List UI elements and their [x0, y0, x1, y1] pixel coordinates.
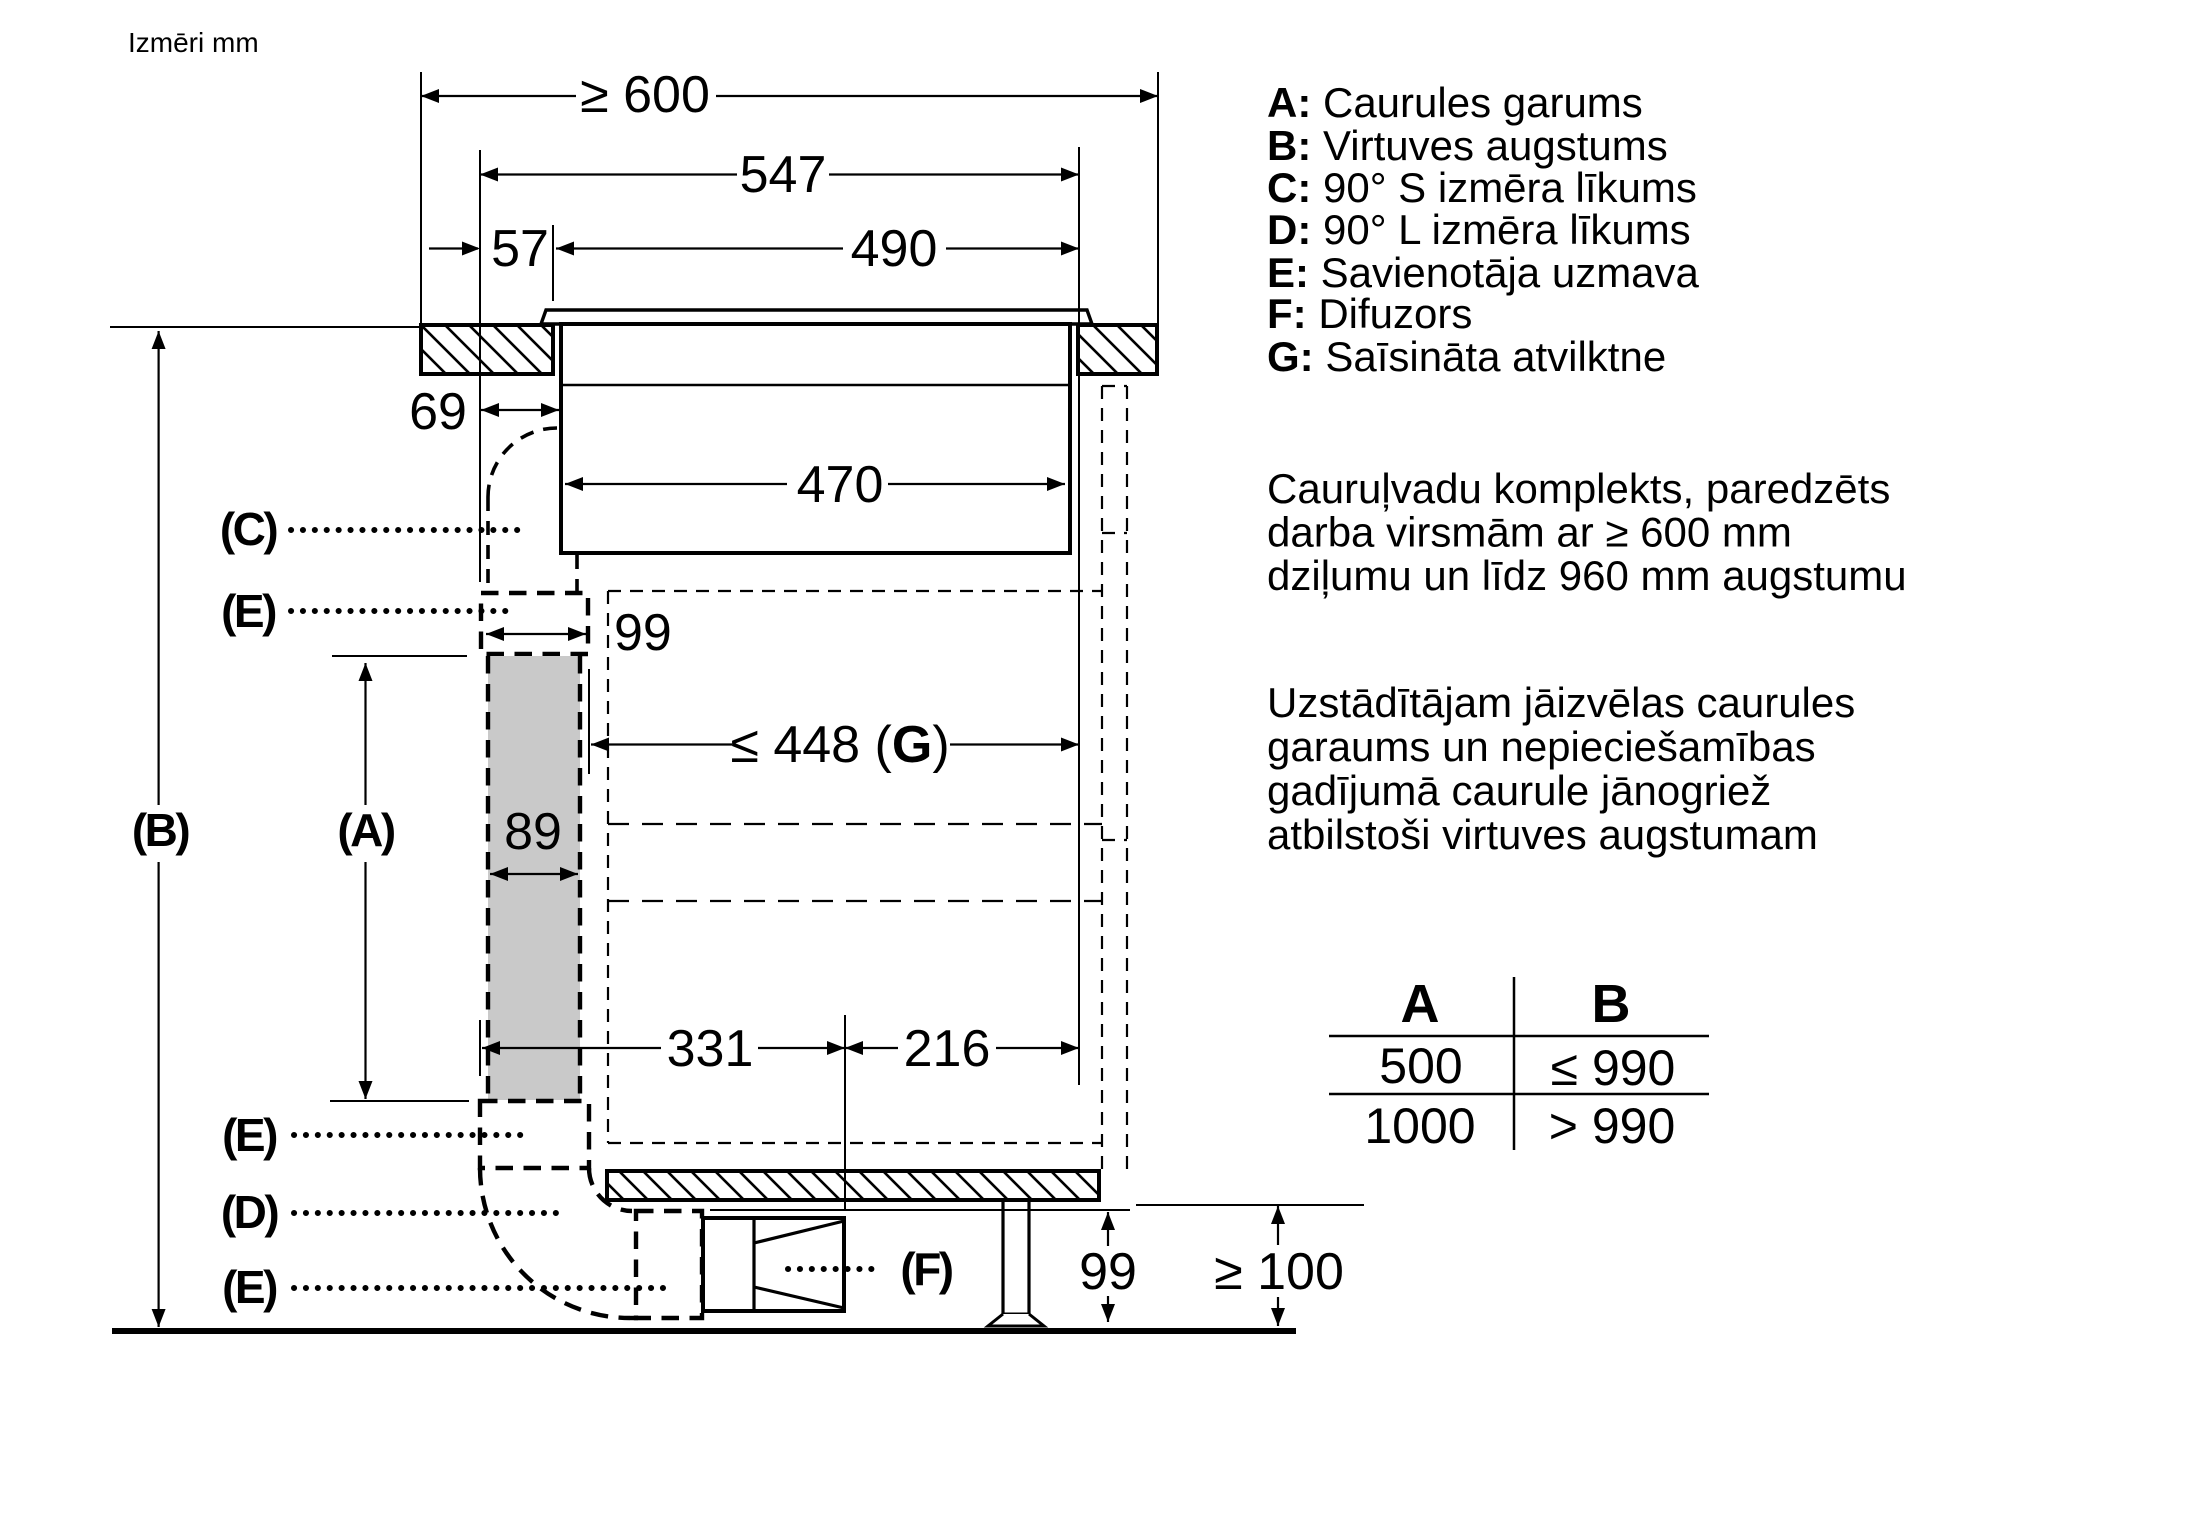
svg-text:331: 331: [667, 1020, 754, 1078]
svg-text:E: Savienotāja uzmava: E: Savienotāja uzmava: [1267, 249, 1700, 296]
svg-text:(E): (E): [221, 585, 276, 637]
svg-text:≥ 600: ≥ 600: [580, 66, 710, 124]
svg-text:(D): (D): [221, 1186, 279, 1238]
svg-text:(A): (A): [337, 804, 395, 856]
svg-text:≤ 990: ≤ 990: [1551, 1040, 1676, 1096]
svg-text:99: 99: [614, 604, 672, 662]
svg-text:547: 547: [740, 146, 827, 204]
svg-text:dziļumu un līdz 960 mm augstum: dziļumu un līdz 960 mm augstumu: [1267, 552, 1907, 599]
svg-text:69: 69: [409, 383, 467, 441]
svg-text:(E): (E): [222, 1261, 277, 1313]
svg-text:≤ 448 (G): ≤ 448 (G): [730, 716, 949, 774]
svg-text:(B): (B): [132, 804, 190, 856]
svg-text:216: 216: [904, 1020, 991, 1078]
svg-text:(C): (C): [220, 503, 278, 555]
svg-text:B: B: [1592, 974, 1631, 1034]
svg-text:≥ 100: ≥ 100: [1214, 1243, 1344, 1301]
svg-text:89: 89: [504, 803, 562, 861]
svg-text:Uzstādītājam jāizvēlas caurule: Uzstādītājam jāizvēlas caurules: [1267, 679, 1855, 726]
svg-text:G: Saīsināta atvilktne: G: Saīsināta atvilktne: [1267, 333, 1666, 380]
svg-text:500: 500: [1379, 1038, 1462, 1094]
svg-text:(E): (E): [222, 1109, 277, 1161]
svg-text:57: 57: [491, 220, 549, 278]
svg-text:B: Virtuves augstums: B: Virtuves augstums: [1267, 122, 1668, 169]
svg-text:99: 99: [1079, 1243, 1137, 1301]
svg-text:Izmēri mm: Izmēri mm: [128, 27, 259, 58]
svg-text:darba virsmām ar ≥ 600 mm: darba virsmām ar ≥ 600 mm: [1267, 509, 1792, 556]
svg-text:Cauruļvadu komplekts, paredzēt: Cauruļvadu komplekts, paredzēts: [1267, 465, 1890, 512]
svg-text:> 990: > 990: [1549, 1098, 1676, 1154]
svg-text:470: 470: [797, 456, 884, 514]
svg-text:garaums un nepieciešamības: garaums un nepieciešamības: [1267, 723, 1816, 770]
svg-text:A: Caurules garums: A: Caurules garums: [1267, 79, 1643, 126]
svg-text:atbilstoši virtuves augstumam: atbilstoši virtuves augstumam: [1267, 811, 1818, 858]
svg-text:490: 490: [851, 220, 938, 278]
svg-text:A: A: [1401, 974, 1440, 1034]
svg-text:gadījumā caurule jānogriež: gadījumā caurule jānogriež: [1267, 767, 1771, 814]
svg-text:D: 90° L izmēra līkums: D: 90° L izmēra līkums: [1267, 206, 1691, 253]
svg-text:1000: 1000: [1364, 1098, 1475, 1154]
svg-text:F: Difuzors: F: Difuzors: [1267, 290, 1472, 337]
svg-text:(F): (F): [900, 1243, 952, 1295]
svg-text:C: 90° S izmēra līkums: C: 90° S izmēra līkums: [1267, 164, 1697, 211]
